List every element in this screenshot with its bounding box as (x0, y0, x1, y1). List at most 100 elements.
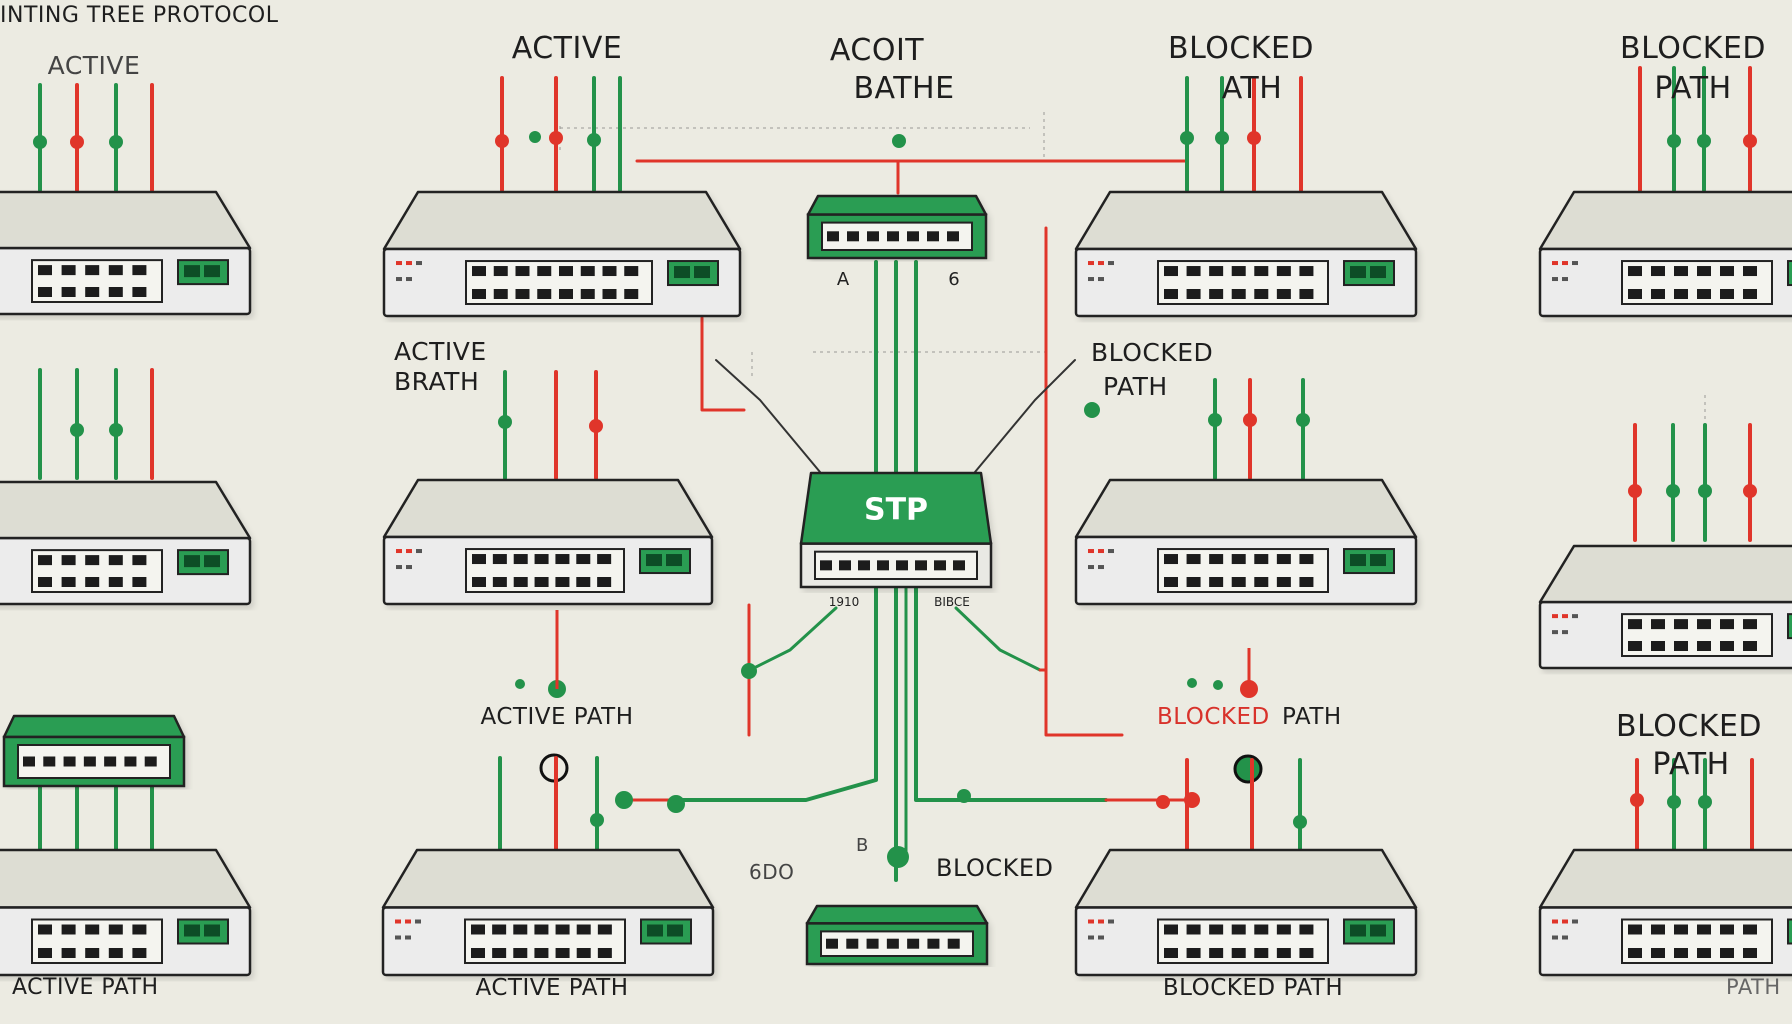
col1-top-label: ACTIVE (47, 51, 141, 80)
switch-top (2, 714, 186, 739)
ethernet-port (1276, 554, 1291, 565)
link-dot (1208, 413, 1222, 427)
status-led (396, 565, 402, 570)
node-dot (1187, 678, 1197, 688)
stp-label: STP (864, 493, 928, 528)
link-dot (1743, 484, 1757, 498)
ethernet-port (38, 948, 52, 958)
ethernet-port (555, 577, 570, 587)
ethernet-port (947, 231, 959, 242)
status-led (395, 935, 401, 940)
sfp-port (1370, 924, 1386, 937)
status-led (1562, 630, 1568, 635)
ethernet-port (104, 756, 117, 767)
ethernet-port (1299, 289, 1314, 299)
ethernet-port (1186, 289, 1201, 299)
status-led (396, 261, 402, 266)
ethernet-port (1628, 641, 1642, 651)
ethernet-port (1164, 924, 1178, 935)
switch-center-top (806, 194, 988, 260)
ethernet-port (1299, 948, 1314, 958)
center-top-label-1: ACOIT (829, 33, 925, 68)
hub-port-label-a: A (837, 269, 850, 290)
ethernet-port (132, 265, 147, 276)
ethernet-port (576, 554, 591, 565)
status-led (406, 277, 412, 282)
ethernet-port (576, 577, 591, 587)
switch-col2-mid (382, 478, 714, 606)
ethernet-port (61, 948, 76, 958)
ethernet-port (580, 289, 595, 299)
ethernet-port (877, 560, 889, 571)
ethernet-port (953, 560, 965, 571)
status-led (1098, 565, 1104, 570)
ethernet-port (492, 554, 507, 565)
status-led (1552, 277, 1558, 282)
sfp-port (667, 924, 683, 937)
ethernet-port (934, 560, 946, 571)
ethernet-port (886, 938, 899, 949)
col3-bottom-label: BLOCKED PATH (1162, 975, 1344, 1001)
ethernet-port (1720, 948, 1734, 958)
status-led (1552, 630, 1558, 635)
feeder-line (715, 359, 821, 473)
sfp-port (204, 555, 220, 568)
status-led (1108, 919, 1114, 924)
ethernet-port (1651, 619, 1665, 630)
ethernet-port (1697, 289, 1711, 299)
ethernet-port (1276, 924, 1291, 935)
blocked-riser-right (1044, 226, 1124, 737)
switch-col2-bottom (381, 848, 715, 977)
ethernet-port (1628, 266, 1642, 277)
ethernet-port (471, 948, 485, 958)
ethernet-port (108, 948, 123, 958)
col3-top-label-1: BLOCKED (1167, 31, 1315, 66)
ethernet-port (576, 924, 591, 935)
ethernet-port (1674, 948, 1688, 958)
link-dot (549, 131, 563, 145)
status-led (1552, 919, 1558, 924)
node-dot (1213, 680, 1223, 690)
ethernet-port (1186, 266, 1201, 277)
link-dot (1666, 484, 1680, 498)
ethernet-port (492, 924, 507, 935)
ethernet-port (576, 948, 591, 958)
ethernet-port (1186, 577, 1201, 587)
status-led (1572, 261, 1578, 266)
sfp-module (1787, 260, 1792, 287)
link-dot (1667, 134, 1681, 148)
ethernet-port (85, 555, 100, 566)
status-led (406, 549, 412, 554)
status-led (1562, 935, 1568, 940)
col2-path-label: ACTIVE PATH (480, 704, 634, 730)
ethernet-port (471, 924, 485, 935)
status-led (1562, 919, 1568, 924)
ethernet-port (1674, 619, 1688, 630)
ethernet-port (108, 265, 123, 276)
ethernet-port (1164, 577, 1178, 587)
status-led (1088, 935, 1094, 940)
ethernet-port (492, 577, 507, 587)
ethernet-port (63, 756, 76, 767)
switch-col1-mid (0, 480, 252, 606)
ethernet-port (847, 231, 859, 242)
ethernet-port (1231, 554, 1246, 565)
status-led (405, 919, 411, 924)
ethernet-port (1254, 924, 1269, 935)
status-led (406, 261, 412, 266)
ethernet-port (907, 938, 920, 949)
link-dot (1697, 134, 1711, 148)
link-dot (109, 135, 123, 149)
status-led (396, 549, 402, 554)
blocked-riser-left (700, 316, 746, 412)
switch-top (1074, 478, 1418, 539)
node-dot (1156, 795, 1170, 809)
ethernet-port (1186, 948, 1201, 958)
port-links (33, 66, 1757, 852)
link-dot (70, 423, 84, 437)
ethernet-port (1209, 266, 1224, 277)
ethernet-port (493, 289, 508, 299)
link-dot (1293, 815, 1307, 829)
col2-mid-label-2: BRATH (394, 367, 480, 396)
ethernet-port (43, 756, 56, 767)
